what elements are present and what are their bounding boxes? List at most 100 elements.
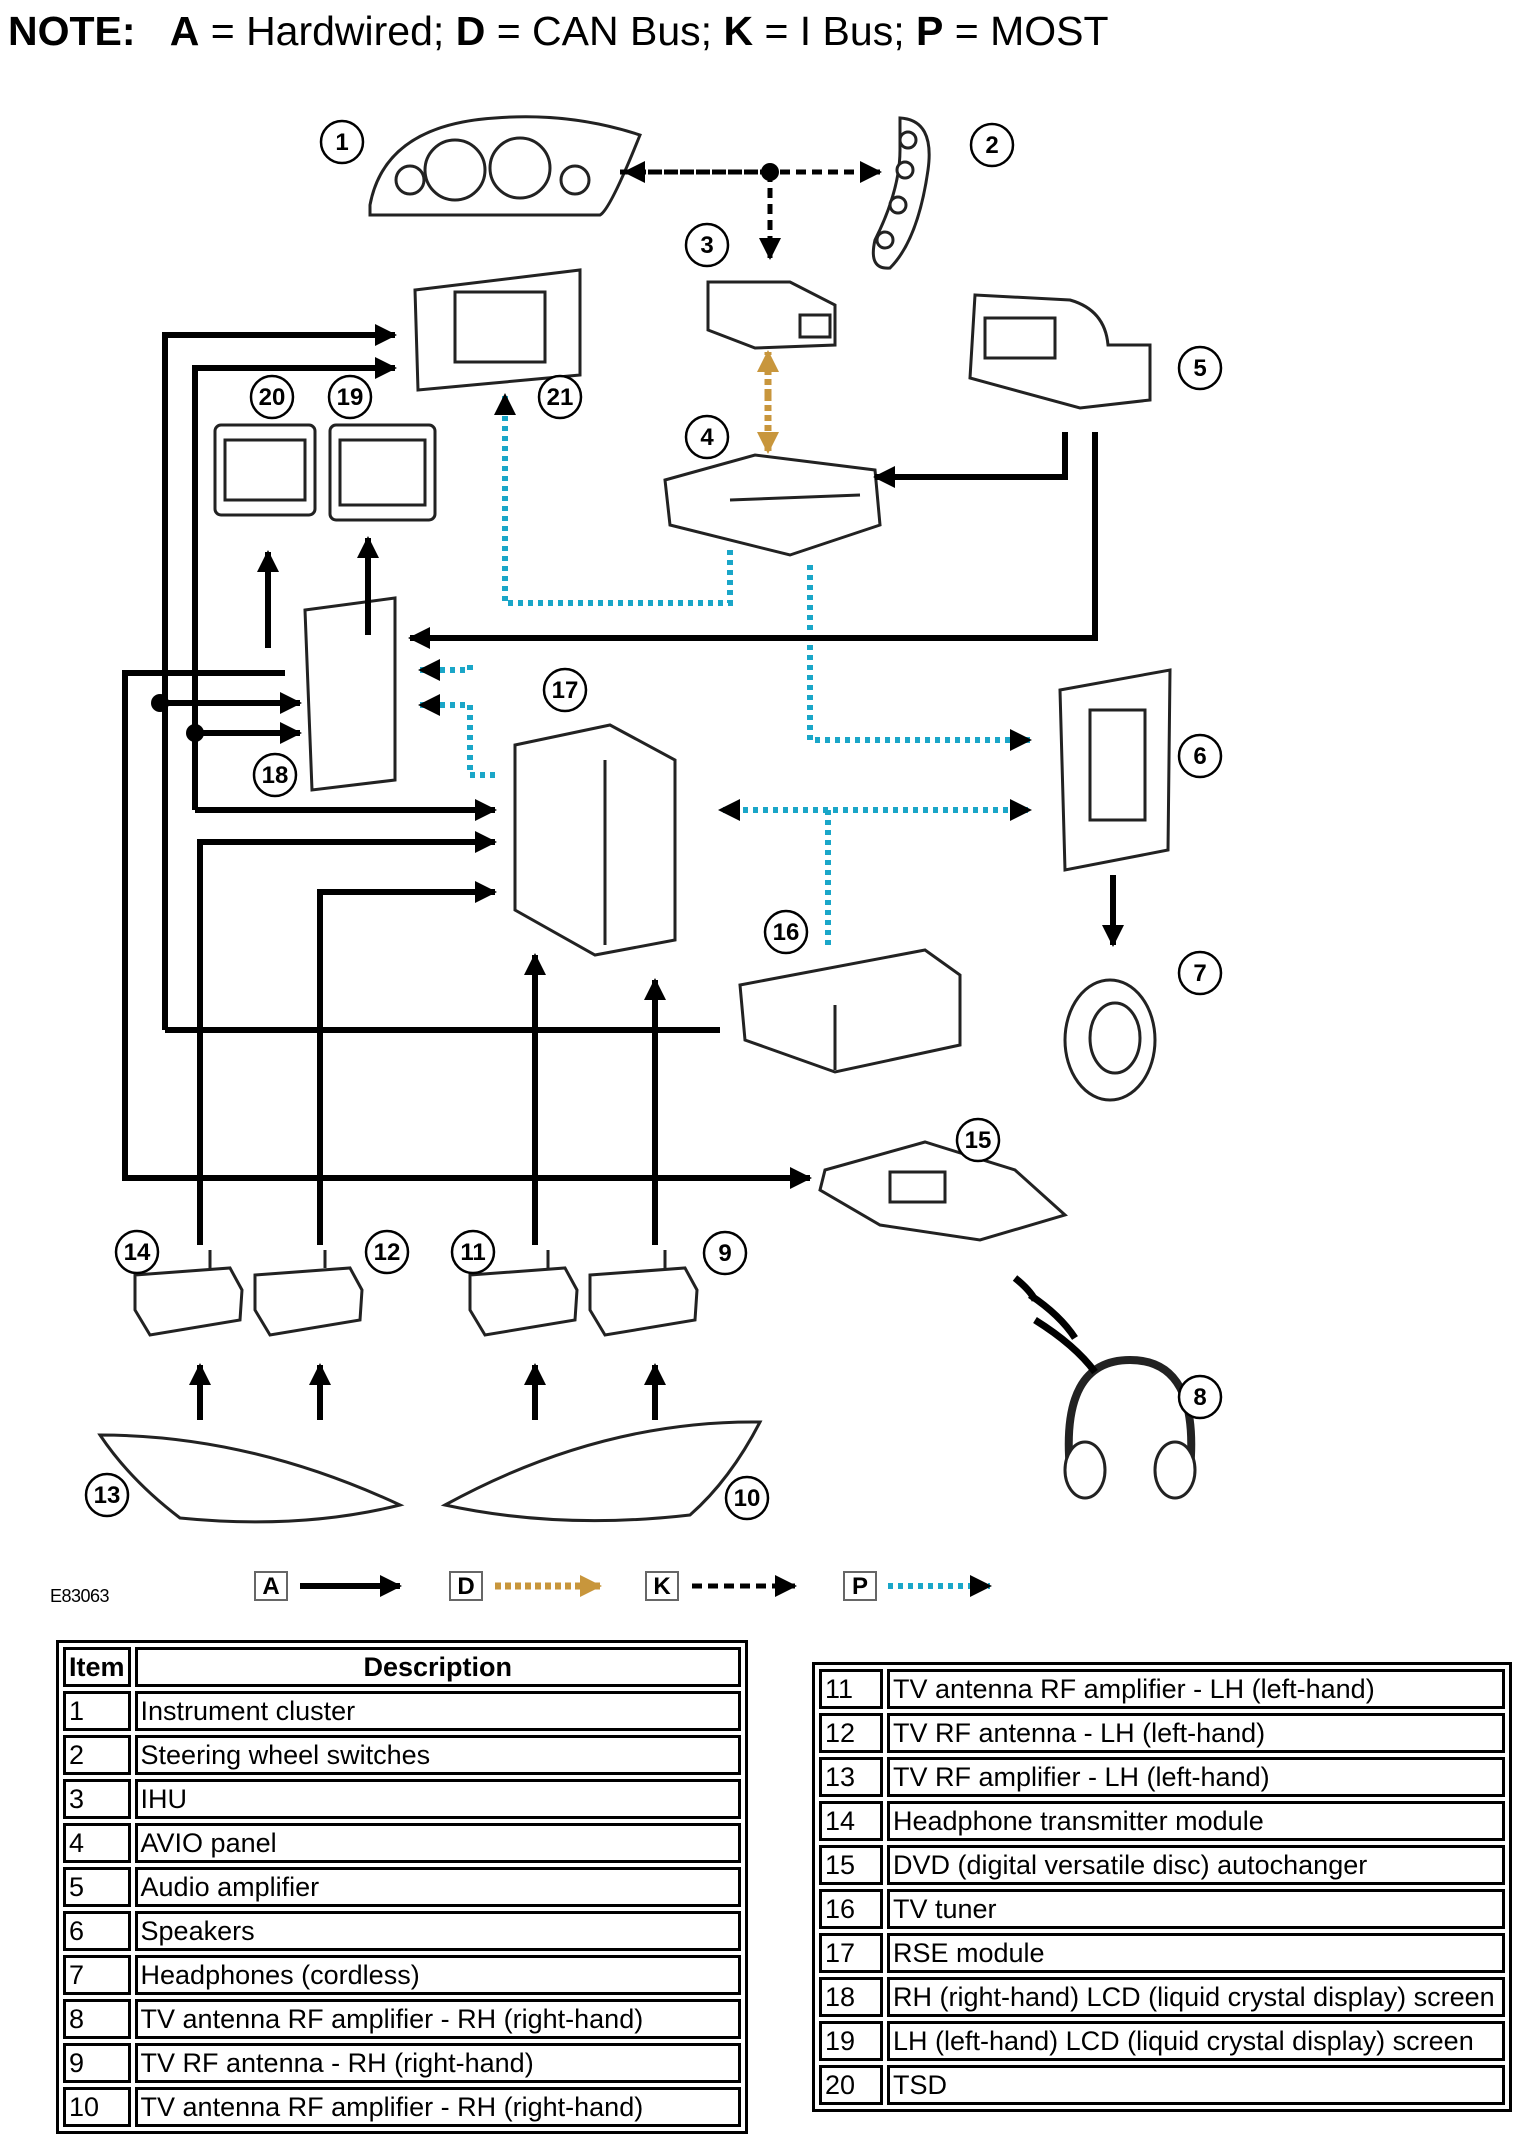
callout-label: 10 xyxy=(734,1485,761,1512)
item-description: LH (left-hand) LCD (liquid crystal displ… xyxy=(887,2021,1505,2061)
hardwired-lines xyxy=(122,324,1124,1420)
callout-21: 21 xyxy=(537,374,583,420)
note-text-a: = Hardwired; xyxy=(199,8,456,54)
item-description: TV tuner xyxy=(887,1889,1505,1929)
item-number: 17 xyxy=(819,1933,883,1973)
figure-reference: E83063 xyxy=(50,1586,110,1606)
item-description: RSE module xyxy=(887,1933,1505,1973)
callout-9: 9 xyxy=(702,1230,748,1276)
amplifier-9-icon xyxy=(588,1250,699,1337)
item-number: 3 xyxy=(63,1779,131,1819)
callout-13: 13 xyxy=(84,1472,130,1518)
window-antenna-10-icon xyxy=(440,1420,763,1523)
ibus-lines xyxy=(620,161,882,260)
note-code-p: P xyxy=(916,8,944,54)
callout-10: 10 xyxy=(724,1475,770,1521)
callout-19: 19 xyxy=(327,374,373,420)
item-description: TV antenna RF amplifier - LH (left-hand) xyxy=(887,1669,1505,1709)
callout-label: 1 xyxy=(335,129,348,156)
item-description: RH (right-hand) LCD (liquid crystal disp… xyxy=(887,1977,1505,2017)
lcd-screen-19-icon xyxy=(328,423,437,522)
item-number: 13 xyxy=(819,1757,883,1797)
item-number: 15 xyxy=(819,1845,883,1885)
item-number: 11 xyxy=(819,1669,883,1709)
callout-label: 20 xyxy=(259,384,286,411)
callout-label: 3 xyxy=(700,232,713,259)
item-description: TV antenna RF amplifier - RH (right-hand… xyxy=(134,2087,741,2127)
window-antenna-13-icon xyxy=(97,1433,405,1524)
item-description: Audio amplifier xyxy=(134,1867,741,1907)
avio-panel-icon xyxy=(663,453,882,557)
ibus-junction xyxy=(761,163,779,181)
item-description: TV antenna RF amplifier - RH (right-hand… xyxy=(134,1999,741,2039)
legend-code-d: D xyxy=(457,1573,474,1600)
callout-label: 14 xyxy=(124,1239,151,1266)
callout-label: 19 xyxy=(337,384,364,411)
item-description: Speakers xyxy=(134,1911,741,1951)
dvd-autochanger-icon xyxy=(818,1140,1068,1242)
callout-label: 15 xyxy=(965,1127,992,1154)
callout-4: 4 xyxy=(684,414,730,460)
callout-label: 4 xyxy=(700,424,714,451)
callout-17: 17 xyxy=(542,667,588,713)
item-number: 6 xyxy=(63,1911,131,1951)
item-description: TV RF antenna - LH (left-hand) xyxy=(887,1713,1505,1753)
note-text-p: = MOST xyxy=(943,8,1109,54)
header-item: Item xyxy=(63,1647,131,1687)
item-description: TV RF amplifier - LH (left-hand) xyxy=(887,1757,1505,1797)
note-text-k: = I Bus; xyxy=(753,8,916,54)
callout-12: 12 xyxy=(364,1229,410,1275)
callout-label: 12 xyxy=(374,1239,401,1266)
callout-11: 11 xyxy=(450,1229,496,1275)
item-description: IHU xyxy=(134,1779,741,1819)
screen-module-18-icon xyxy=(303,596,397,792)
instrument-cluster-icon xyxy=(368,115,642,217)
item-description: Steering wheel switches xyxy=(134,1735,741,1775)
note-line: NOTE: A = Hardwired; D = CAN Bus; K = I … xyxy=(8,8,1109,55)
callout-label: 17 xyxy=(552,677,579,704)
callout-20: 20 xyxy=(249,374,295,420)
callout-label: 18 xyxy=(262,762,289,789)
audio-amplifier-icon xyxy=(968,293,1152,410)
item-number: 18 xyxy=(819,1977,883,2017)
callout-16: 16 xyxy=(763,909,809,955)
item-number: 10 xyxy=(63,2087,131,2127)
callout-14: 14 xyxy=(114,1229,160,1275)
item-number: 2 xyxy=(63,1735,131,1775)
callout-label: 6 xyxy=(1193,743,1206,770)
legend-code-p: P xyxy=(852,1573,868,1600)
amplifier-11-icon xyxy=(468,1250,579,1337)
item-number: 9 xyxy=(63,2043,131,2083)
callout-label: 9 xyxy=(718,1240,731,1267)
callout-1: 1 xyxy=(319,119,365,165)
item-number: 5 xyxy=(63,1867,131,1907)
note-code-a: A xyxy=(169,8,200,54)
item-number: 19 xyxy=(819,2021,883,2061)
touch-screen-display-icon xyxy=(413,268,582,392)
callout-18: 18 xyxy=(252,752,298,798)
lcd-screen-20-icon xyxy=(213,423,317,517)
callout-label: 16 xyxy=(773,919,800,946)
steering-wheel-switches-icon xyxy=(871,116,931,270)
rse-module-icon xyxy=(513,723,677,957)
item-description: AVIO panel xyxy=(134,1823,741,1863)
speaker-panel-icon xyxy=(1058,668,1172,872)
item-description: TSD xyxy=(887,2065,1505,2105)
note-code-d: D xyxy=(455,8,486,54)
callout-label: 5 xyxy=(1193,355,1206,382)
legend: A D K P xyxy=(254,1571,992,1601)
tv-tuner-icon xyxy=(738,948,962,1074)
